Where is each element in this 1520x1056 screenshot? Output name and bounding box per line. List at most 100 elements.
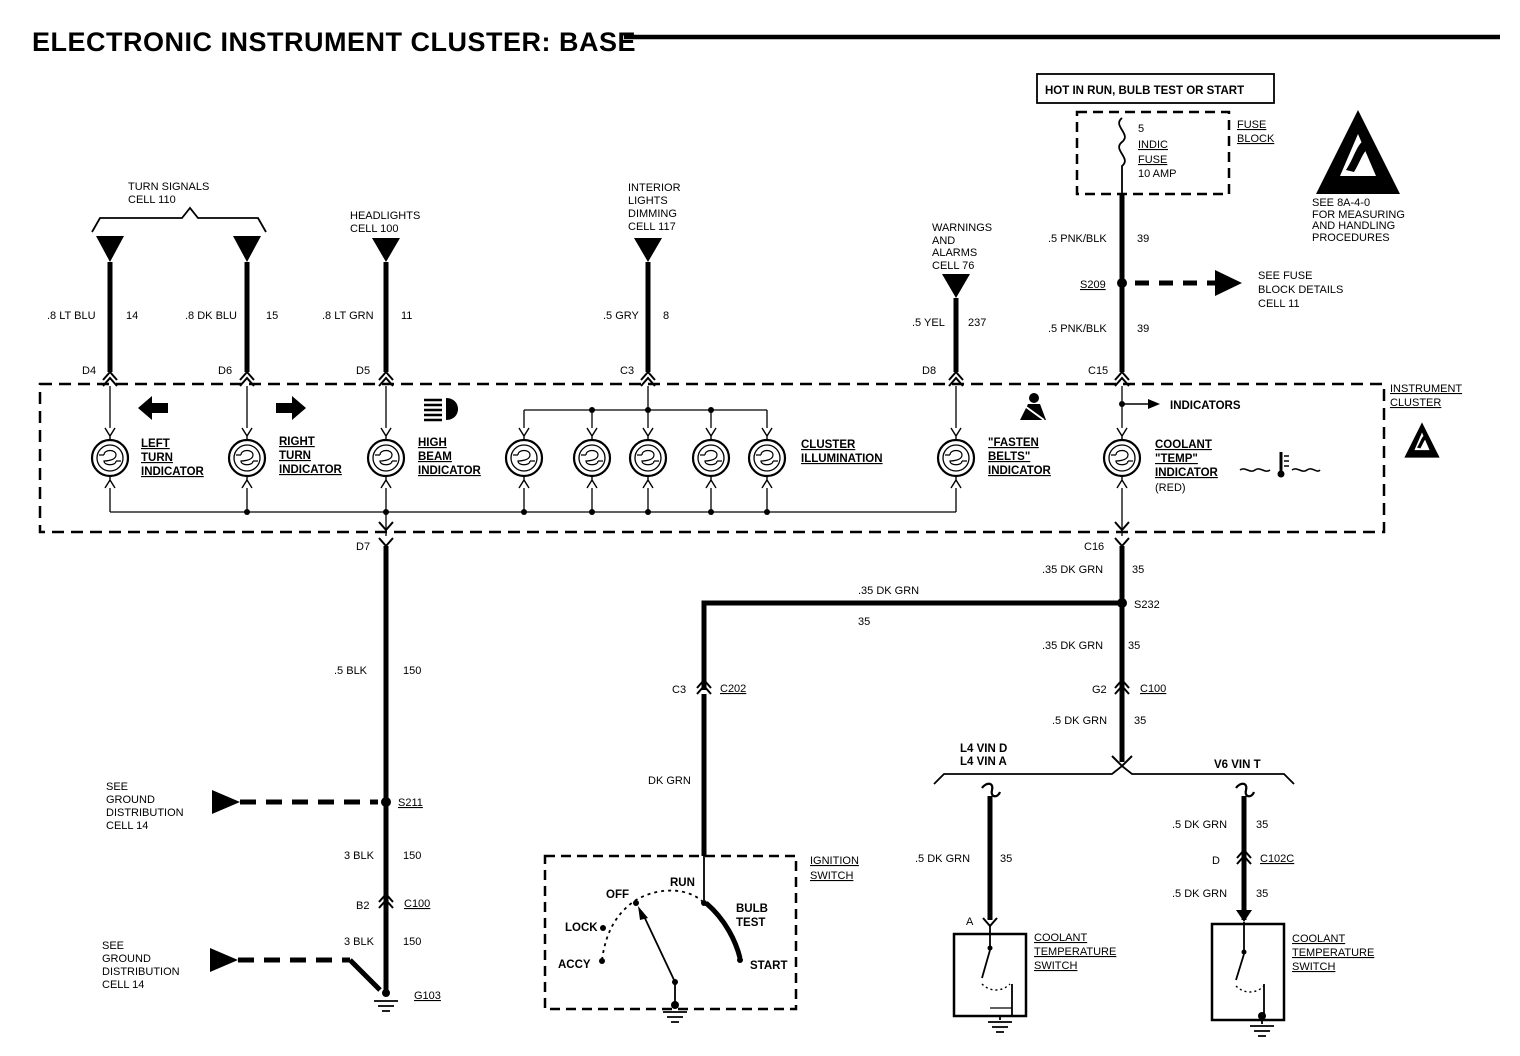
temp-wire-3-gauge: .5 DK GRN xyxy=(1052,715,1107,727)
see-fuse-block-1: SEE FUSE xyxy=(1258,270,1312,282)
cluster-illumination-bulb-icon xyxy=(504,426,544,490)
variant-right: V6 VIN T xyxy=(1214,759,1261,771)
instrument-cluster-label-1: INSTRUMENT xyxy=(1390,383,1462,395)
ground-ref-2-diagonal xyxy=(348,958,382,992)
esd-note-3: AND HANDLING xyxy=(1312,220,1395,232)
branch-wire-gauge: .35 DK GRN xyxy=(858,585,919,597)
temp-wire-1-circuit: 35 xyxy=(1132,564,1144,576)
coolant-temp-bulb-icon xyxy=(1102,426,1142,490)
high-beam-bulb-icon xyxy=(366,426,406,490)
ignition-switch-lever xyxy=(641,911,676,983)
ignition-pos-bulb: BULB xyxy=(736,903,768,915)
left-turn-label-3: INDICATOR xyxy=(141,466,205,478)
input-d8-connector: D8 xyxy=(922,365,936,377)
left-turn-bulb-icon xyxy=(90,426,130,490)
input-d8-ref-4: CELL 76 xyxy=(932,260,974,272)
instrument-cluster-label-2: CLUSTER xyxy=(1390,397,1441,409)
left-turn-label-2: TURN xyxy=(141,452,173,464)
connector-b2-pin: B2 xyxy=(356,900,369,912)
variant-left-1: L4 VIN D xyxy=(960,743,1007,755)
see-fuse-block-3: CELL 11 xyxy=(1258,298,1300,310)
connector-d-pin: D xyxy=(1212,855,1220,867)
temp-wire-1-gauge: .35 DK GRN xyxy=(1042,564,1103,576)
fuse-block-box xyxy=(1075,110,1231,196)
connector-d7: D7 xyxy=(356,541,370,553)
fuse-block-label-1: FUSE xyxy=(1237,119,1266,131)
input-d6-connector: D6 xyxy=(218,365,232,377)
connector-c16: C16 xyxy=(1084,541,1104,553)
left-switch-label-2: TEMPERATURE xyxy=(1034,946,1116,958)
hot-in-run-box xyxy=(1036,73,1275,104)
input-d8-circuit: 237 xyxy=(968,317,986,329)
see-ground-1-2: GROUND xyxy=(106,794,155,806)
coolant-temp-label-3: INDICATOR xyxy=(1155,467,1219,479)
cluster-illumination-label-1: CLUSTER xyxy=(801,439,856,451)
cluster-illumination-bulb-icon xyxy=(572,426,612,490)
input-c3-ref-3: DIMMING xyxy=(628,208,677,220)
variant-left-2: L4 VIN A xyxy=(960,756,1007,768)
fasten-belts-bulb-icon xyxy=(936,426,976,490)
input-d8-ref-1: WARNINGS xyxy=(932,222,992,234)
left-switch-label-3: SWITCH xyxy=(1034,960,1077,972)
left-arrow-icon xyxy=(138,396,168,420)
fuse-line-2: INDIC xyxy=(1138,139,1168,151)
left-variant-pin: A xyxy=(966,916,974,928)
pnk-blk-circuit-2: 39 xyxy=(1137,323,1149,335)
splice-s232-label: S232 xyxy=(1134,599,1160,611)
temp-wire-2-gauge: .35 DK GRN xyxy=(1042,640,1103,652)
input-d5-gauge: .8 LT GRN xyxy=(322,310,374,322)
branch-wire-circuit: 35 xyxy=(858,616,870,628)
instrument-cluster-box xyxy=(38,382,1386,534)
right-turn-label-3: INDICATOR xyxy=(279,464,343,476)
fuse-line-3: FUSE xyxy=(1138,154,1167,166)
input-d4-gauge: .8 LT BLU xyxy=(47,310,96,322)
input-d6-arrow-icon xyxy=(233,236,261,262)
fuse-block-label-2: BLOCK xyxy=(1237,133,1275,145)
ignition-pos-run: RUN xyxy=(670,877,695,889)
right-wire-1-gauge: .5 DK GRN xyxy=(1172,819,1227,831)
ignition-ground-icon xyxy=(662,1011,688,1023)
connector-c100-name: C100 xyxy=(404,898,430,910)
connector-c100-g2-name: C100 xyxy=(1140,683,1166,695)
dk-grn-branch-wire xyxy=(701,600,1122,690)
coolant-temp-icon xyxy=(1239,452,1321,478)
turn-signals-ref-1: TURN SIGNALS xyxy=(128,181,209,193)
right-coolant-switch-box xyxy=(1210,922,1286,1022)
turn-signals-ref-2: CELL 110 xyxy=(128,194,176,206)
input-d5-connector: D5 xyxy=(356,365,370,377)
left-switch-contact xyxy=(981,949,991,979)
right-wire-2-gauge: .5 DK GRN xyxy=(1172,888,1227,900)
right-wire-1-circuit: 35 xyxy=(1256,819,1268,831)
connector-c15: C15 xyxy=(1088,365,1108,377)
cluster-illumination-bulb-icon xyxy=(691,426,731,490)
ignition-switch-box xyxy=(543,854,798,1011)
right-switch-label-3: SWITCH xyxy=(1292,961,1335,973)
esd-note-4: PROCEDURES xyxy=(1312,232,1390,244)
fuse-line-1: 5 xyxy=(1138,123,1144,135)
fuse-line-4: 10 AMP xyxy=(1138,168,1177,180)
input-d4-connector: D4 xyxy=(82,365,96,377)
ignition-wire-gauge: DK GRN xyxy=(648,775,691,787)
input-d8-gauge: .5 YEL xyxy=(912,317,945,329)
right-turn-label-2: TURN xyxy=(279,450,311,462)
cluster-esd-icon xyxy=(1404,422,1440,458)
right-turn-bulb-icon xyxy=(227,426,267,490)
blk-150-circuit-3: 150 xyxy=(403,936,421,948)
input-d6-circuit: 15 xyxy=(266,310,278,322)
ignition-start-arc xyxy=(704,901,743,959)
fuse-symbol-icon xyxy=(1118,117,1126,194)
ground-ref-1-arrow-icon xyxy=(212,790,240,814)
right-switch-label-1: COOLANT xyxy=(1292,933,1345,945)
pnk-blk-gauge-1: .5 PNK/BLK xyxy=(1048,233,1107,245)
blk-150-circuit-1: 150 xyxy=(403,665,421,677)
input-d8-ref-3: ALARMS xyxy=(932,247,977,259)
right-switch-ground-icon xyxy=(1249,1025,1275,1037)
input-c3-ref-2: LIGHTS xyxy=(628,195,668,207)
input-c3-ref-1: INTERIOR xyxy=(628,182,681,194)
cluster-illumination-label-2: ILLUMINATION xyxy=(801,453,883,465)
right-turn-label-1: RIGHT xyxy=(279,436,315,448)
high-beam-icon xyxy=(424,398,458,422)
see-ground-1-4: CELL 14 xyxy=(106,820,148,832)
input-d5-arrow-icon xyxy=(372,238,400,262)
